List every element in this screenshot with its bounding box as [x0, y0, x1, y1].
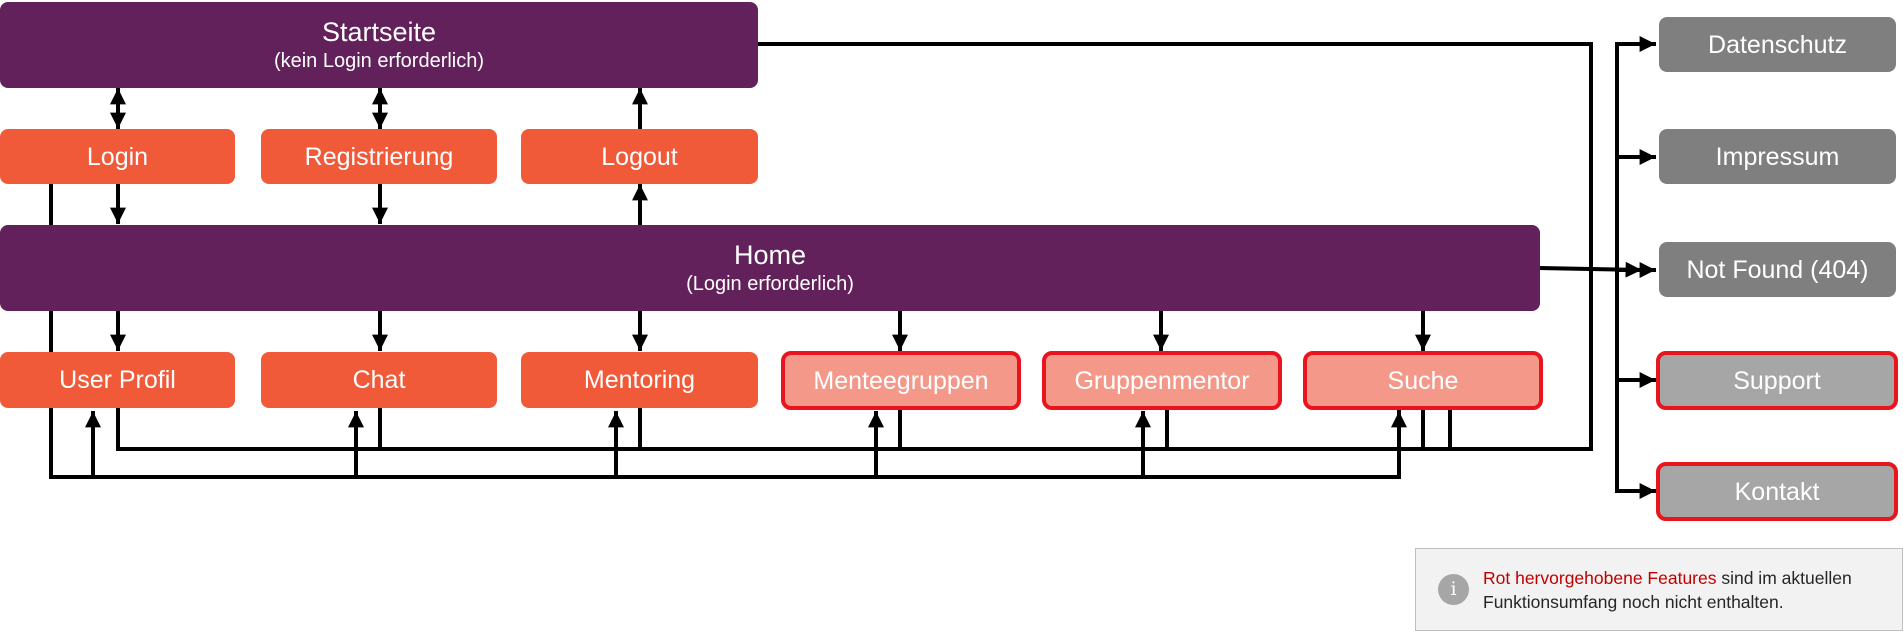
node-login: Login	[0, 129, 235, 184]
legend-text-line1: sind im aktuellen	[1716, 567, 1852, 588]
node-impressum: Impressum	[1659, 129, 1896, 184]
node-suche: Suche	[1303, 351, 1543, 410]
line-features-bus-a	[116, 407, 1593, 451]
node-mentoring: Mentoring	[521, 352, 758, 408]
node-chat: Chat	[261, 352, 497, 408]
user-profil-label: User Profil	[59, 366, 176, 394]
kontakt-label: Kontakt	[1734, 477, 1820, 506]
startseite-subtitle: (kein Login erforderlich)	[273, 50, 485, 72]
menteegruppen-label: Menteegruppen	[813, 366, 989, 395]
node-menteegruppen: Menteegruppen	[781, 351, 1021, 410]
impressum-label: Impressum	[1715, 142, 1840, 171]
chat-label: Chat	[352, 366, 406, 394]
startseite-title: Startseite	[321, 17, 437, 47]
node-kontakt: Kontakt	[1656, 462, 1898, 521]
node-logout: Logout	[521, 129, 758, 184]
node-not-found: Not Found (404)	[1659, 242, 1896, 297]
home-subtitle: (Login erforderlich)	[686, 273, 854, 295]
datenschutz-label: Datenschutz	[1708, 30, 1847, 59]
home-title: Home	[733, 240, 807, 270]
info-icon: i	[1438, 574, 1469, 605]
legend-highlight-text: Rot hervorgehobene Features	[1483, 567, 1717, 588]
node-home: Home (Login erforderlich)	[0, 225, 1540, 311]
legend-text-line2: Funktionsumfang noch nicht enthalten.	[1483, 591, 1784, 612]
login-label: Login	[86, 142, 149, 171]
support-label: Support	[1733, 366, 1821, 395]
node-registrierung: Registrierung	[261, 129, 497, 184]
legend-note: i Rot hervorgehobene Features sind im ak…	[1415, 548, 1903, 631]
gruppenmentor-label: Gruppenmentor	[1074, 366, 1250, 395]
logout-label: Logout	[601, 142, 678, 171]
legend-note-text: Rot hervorgehobene Features sind im aktu…	[1483, 566, 1852, 614]
node-user-profil: User Profil	[0, 352, 235, 408]
not-found-label: Not Found (404)	[1686, 255, 1869, 284]
mentoring-label: Mentoring	[583, 366, 696, 394]
node-gruppenmentor: Gruppenmentor	[1042, 351, 1282, 410]
node-startseite: Startseite (kein Login erforderlich)	[0, 2, 758, 88]
registrierung-label: Registrierung	[304, 142, 454, 171]
node-datenschutz: Datenschutz	[1659, 17, 1896, 72]
suche-label: Suche	[1387, 366, 1459, 395]
node-support: Support	[1656, 351, 1898, 410]
